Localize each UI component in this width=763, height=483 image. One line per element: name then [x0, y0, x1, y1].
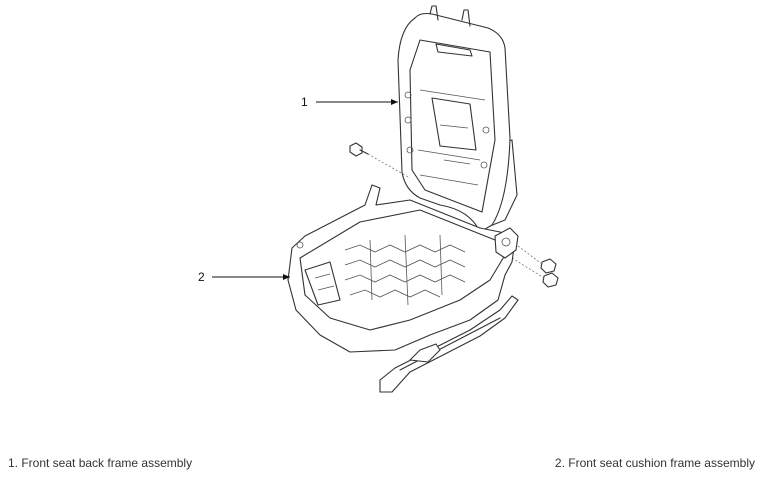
caption-seat-cushion-frame: 2. Front seat cushion frame assembly	[554, 456, 755, 470]
callout-1: 1	[301, 95, 308, 109]
seat-back-frame	[397, 5, 518, 233]
callout-2: 2	[198, 270, 205, 284]
caption-seat-back-frame: 1. Front seat back frame assembly	[8, 456, 193, 470]
seat-cushion-frame	[287, 184, 519, 393]
bolt-left	[349, 142, 411, 179]
bolts-right	[511, 245, 559, 288]
